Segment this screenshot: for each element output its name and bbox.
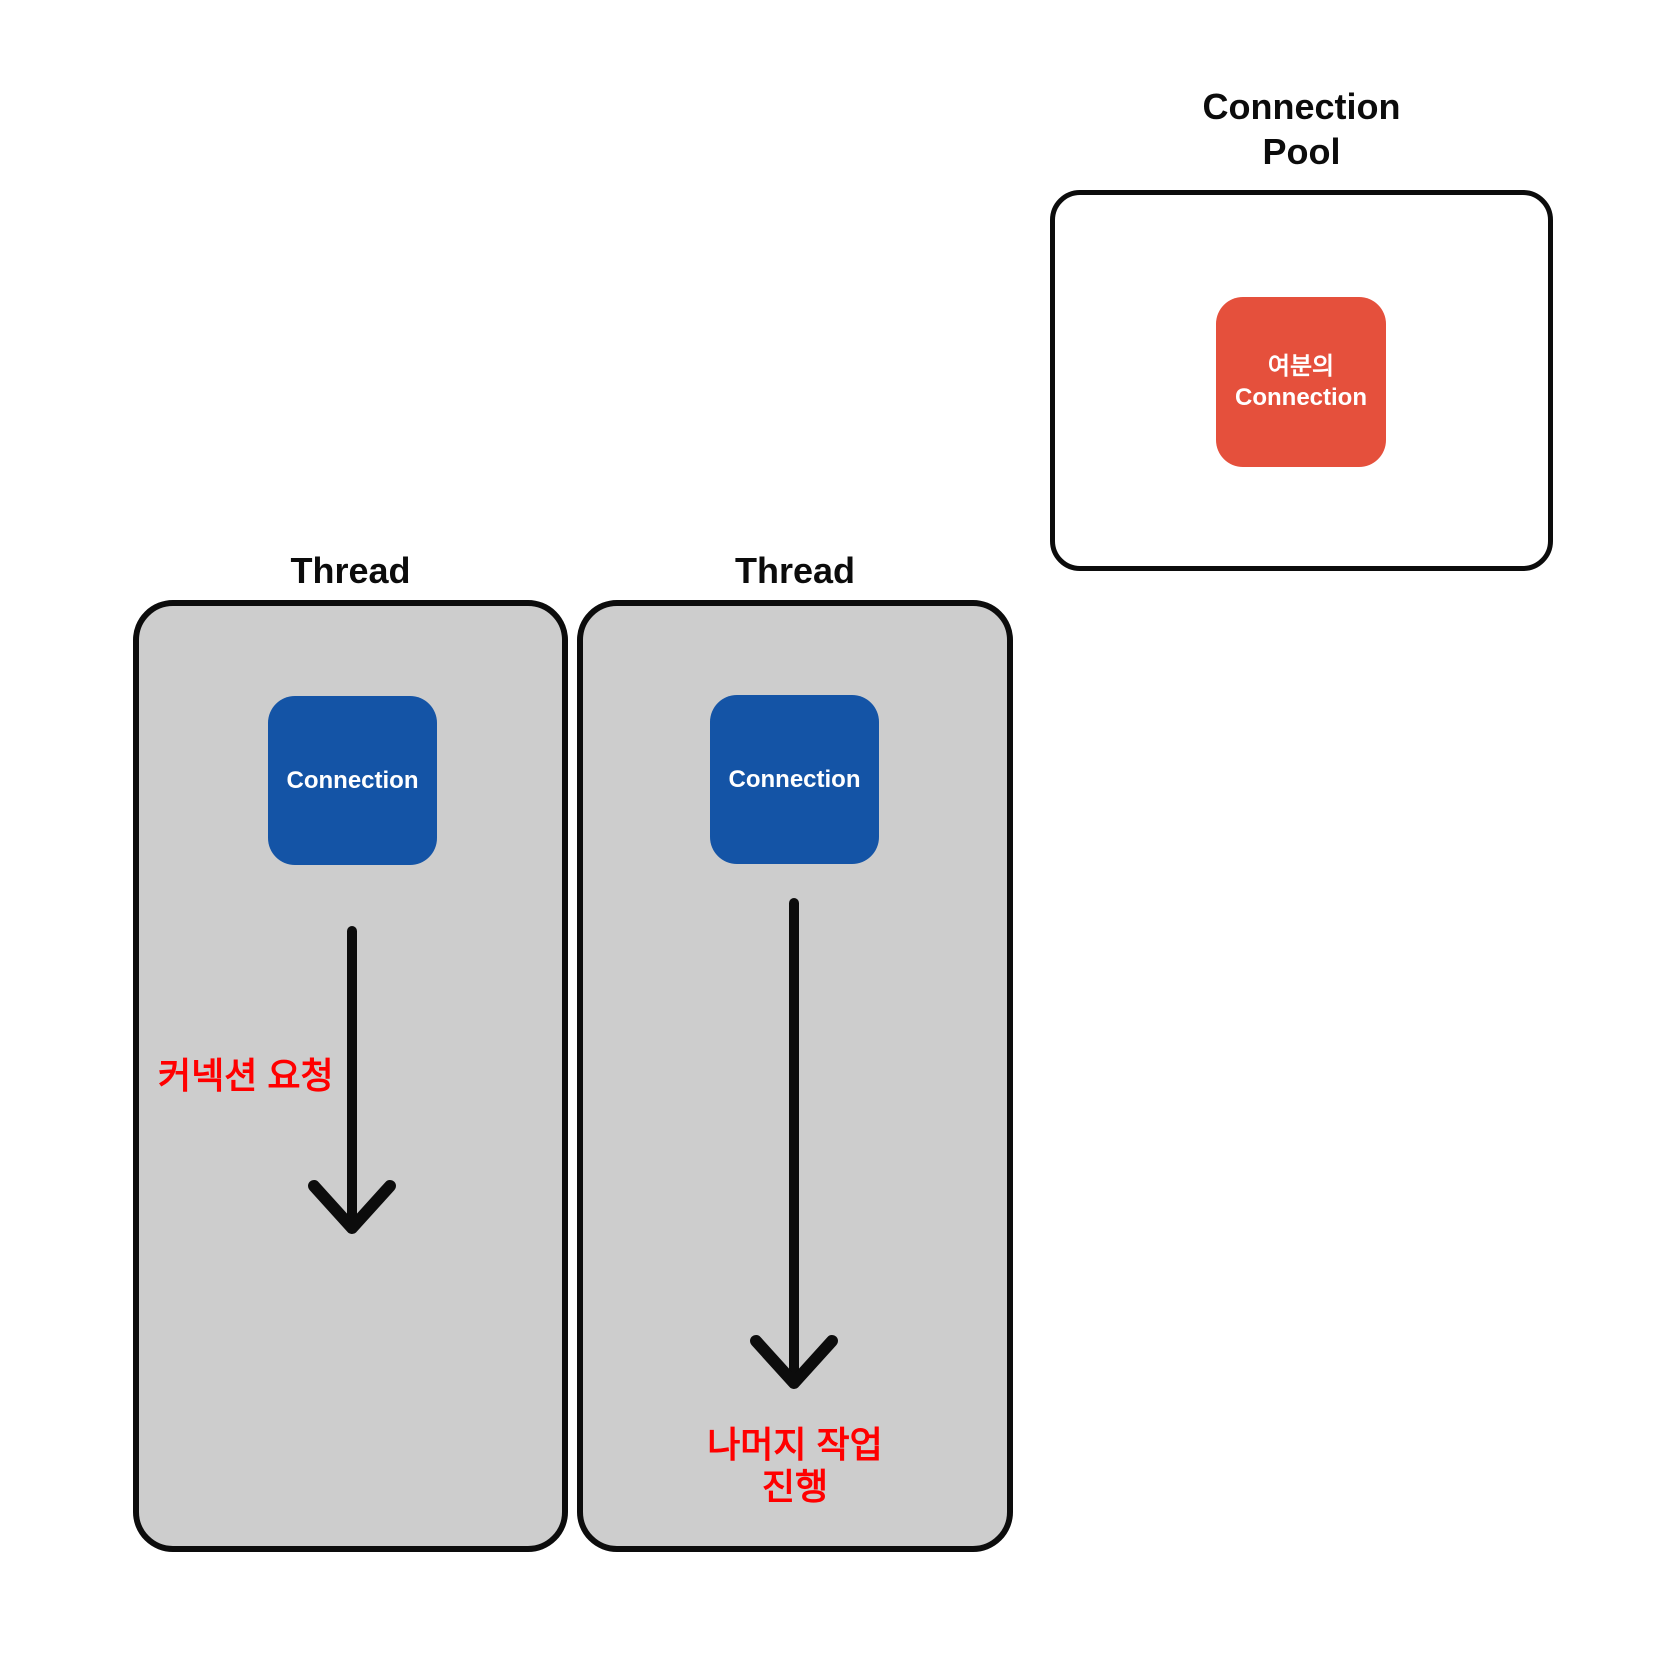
spare-connection-label-line2: Connection xyxy=(1235,384,1367,411)
down-arrow-icon xyxy=(308,926,396,1234)
connection-pool-title: Connection Pool xyxy=(1050,84,1553,174)
connection-pool-title-line1: Connection xyxy=(1202,86,1401,127)
annotation-remaining-work-line2: 진행 xyxy=(761,1466,829,1507)
spare-connection-label-line1: 여분의 xyxy=(1267,353,1335,380)
thread-right-title: Thread xyxy=(734,550,856,591)
thread-left-title: Thread xyxy=(290,550,411,591)
connection-pool-title-line2: Pool xyxy=(1262,131,1341,172)
annotation-remaining-work-line1: 나머지 작업 xyxy=(707,1424,883,1465)
thread-left-connection-label: Connection xyxy=(286,767,419,794)
annotation-connection-request: 커넥션 요청 xyxy=(158,1055,334,1096)
thread-right-connection-label: Connection xyxy=(728,766,861,793)
down-arrow-icon xyxy=(750,898,838,1389)
thread-right-connection-node: Connection xyxy=(710,695,879,864)
spare-connection-node: 여분의 Connection xyxy=(1216,297,1386,467)
thread-left-connection-node: Connection xyxy=(268,696,437,865)
annotation-remaining-work: 나머지 작업 진행 xyxy=(577,1424,1013,1508)
